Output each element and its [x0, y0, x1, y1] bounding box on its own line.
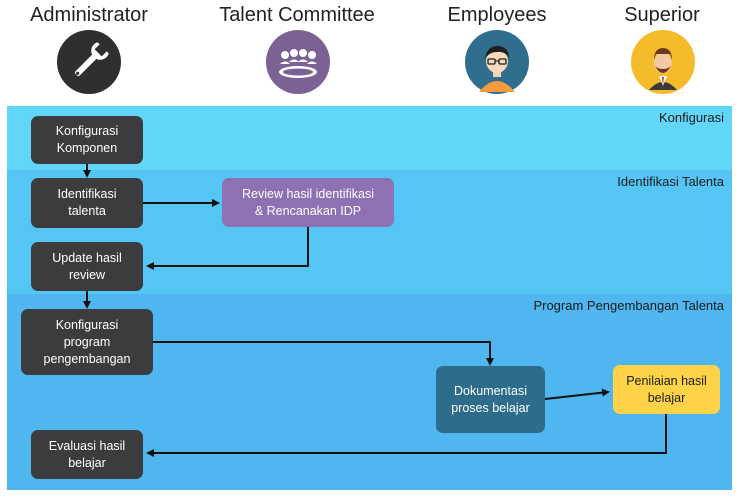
step-label: Identifikasi talenta — [57, 187, 117, 218]
role-title-administrator: Administrator — [30, 4, 148, 26]
step-dokumentasi-proses-belajar[interactable]: Dokumentasi proses belajar — [436, 366, 545, 433]
lane-label-konfigurasi: Konfigurasi — [658, 110, 724, 125]
step-label: Konfigurasi program pengembangan — [43, 317, 131, 366]
step-label: Update hasil review — [52, 250, 122, 282]
step-konfigurasi-komponen[interactable]: Konfigurasi Komponen — [31, 116, 143, 164]
wrench-icon — [57, 30, 121, 94]
step-label: Dokumentasi proses belajar — [451, 383, 530, 415]
step-label: Penilaian hasil belajar — [626, 373, 707, 405]
step-review-idp[interactable]: Review hasil identifikasi & Rencanakan I… — [222, 178, 394, 227]
role-title-talent-committee: Talent Committee — [219, 4, 375, 26]
step-update-review[interactable]: Update hasil review — [31, 242, 143, 291]
step-penilaian-hasil-belajar[interactable]: Penilaian hasil belajar — [613, 365, 720, 414]
employee-avatar-icon — [465, 30, 529, 94]
role-title-employees: Employees — [447, 4, 547, 26]
step-label: Konfigurasi Komponen — [55, 124, 119, 155]
step-konfigurasi-program[interactable]: Konfigurasi program pengembangan — [21, 309, 153, 375]
superior-avatar-icon — [631, 30, 695, 94]
step-identifikasi-talenta[interactable]: Identifikasi talenta — [31, 178, 143, 228]
step-label: Evaluasi hasil belajar — [48, 438, 126, 470]
lane-label-program-pengembangan: Program Pengembangan Talenta — [533, 298, 724, 313]
lane-label-identifikasi-talenta: Identifikasi Talenta — [617, 174, 724, 189]
step-evaluasi-hasil-belajar[interactable]: Evaluasi hasil belajar — [31, 430, 143, 479]
people-group-icon — [266, 30, 330, 94]
step-label: Review hasil identifikasi & Rencanakan I… — [241, 186, 374, 218]
role-title-superior: Superior — [624, 4, 700, 26]
